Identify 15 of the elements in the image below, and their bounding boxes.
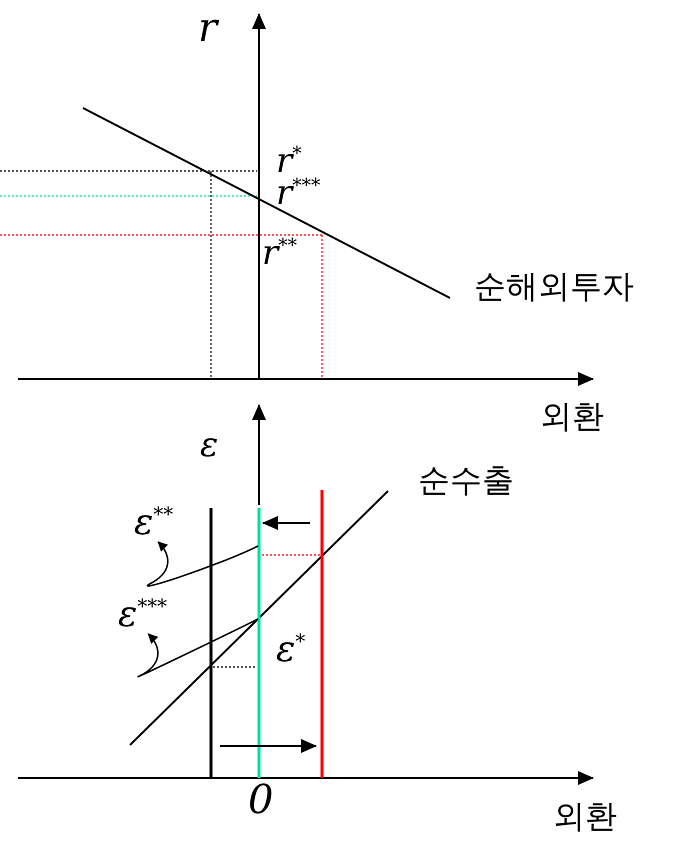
axis-label: ε bbox=[200, 428, 218, 462]
axis-value-label: r$^{**}$ bbox=[262, 236, 297, 270]
axis-value-label: ε$^{***}$ bbox=[118, 597, 167, 633]
axis-value-label: r$^{***}$ bbox=[276, 176, 320, 210]
curve-label: 순수출 bbox=[418, 464, 514, 496]
leader-arrow bbox=[138, 618, 258, 677]
axis-value-label: ε$^{*}$ bbox=[276, 632, 306, 668]
axis-value-label: ε$^{**}$ bbox=[134, 505, 174, 541]
origin-label: 0 bbox=[248, 780, 274, 820]
axis-label: 외환 bbox=[553, 800, 617, 832]
curve-label: 순해외투자 bbox=[474, 270, 634, 302]
axis-value-label: r$^{*}$ bbox=[276, 144, 302, 178]
axis-label: r bbox=[198, 8, 218, 48]
leader-arrow bbox=[148, 541, 258, 587]
axis-label: 외환 bbox=[540, 400, 604, 432]
